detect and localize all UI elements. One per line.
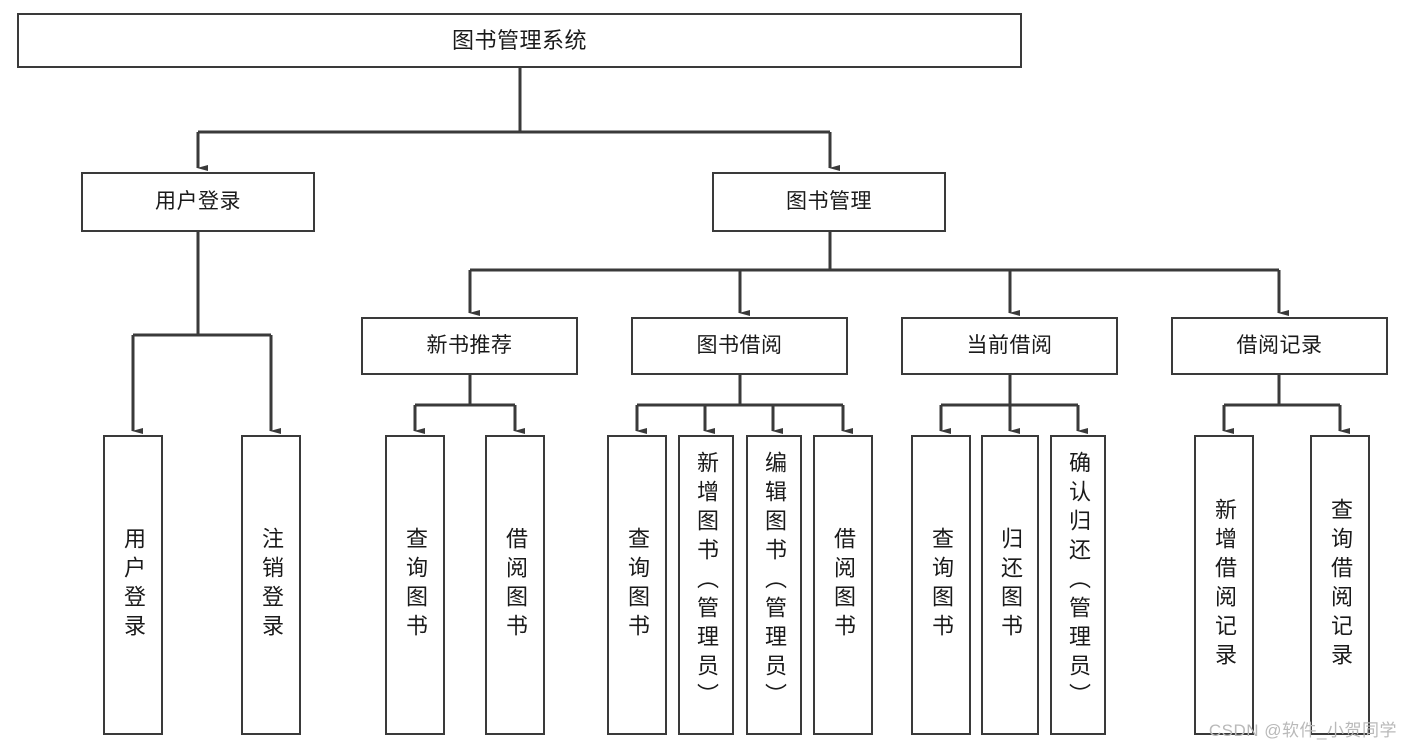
node-leaf-user-logout-label: 注销登录 (259, 527, 284, 643)
node-user-login-label: 用户登录 (155, 189, 241, 213)
node-leaf-user-logout[interactable]: 注销登录 (241, 435, 301, 735)
node-leaf-query-book-1-label: 查询图书 (403, 527, 428, 643)
node-leaf-return-book[interactable]: 归还图书 (981, 435, 1039, 735)
node-leaf-query-record-label: 查询借阅记录 (1328, 498, 1353, 672)
node-borrow-record[interactable]: 借阅记录 (1171, 317, 1388, 375)
node-leaf-user-login[interactable]: 用户登录 (103, 435, 163, 735)
node-leaf-add-record-label: 新增借阅记录 (1212, 498, 1237, 672)
node-root[interactable]: 图书管理系统 (17, 13, 1022, 68)
node-root-label: 图书管理系统 (451, 27, 587, 53)
node-leaf-query-book-3[interactable]: 查询图书 (911, 435, 971, 735)
node-leaf-edit-book[interactable]: 编辑图书（管理员） (746, 435, 802, 735)
node-leaf-query-record[interactable]: 查询借阅记录 (1310, 435, 1370, 735)
node-leaf-query-book-3-label: 查询图书 (929, 527, 954, 643)
node-user-login[interactable]: 用户登录 (81, 172, 315, 232)
node-leaf-confirm-return[interactable]: 确认归还（管理员） (1050, 435, 1106, 735)
node-leaf-confirm-return-label: 确认归还（管理员） (1066, 451, 1091, 712)
node-leaf-borrow-book-2-label: 借阅图书 (831, 527, 856, 643)
node-leaf-return-book-label: 归还图书 (998, 527, 1023, 643)
node-leaf-edit-book-label: 编辑图书（管理员） (762, 451, 787, 712)
node-current-borrow-label: 当前借阅 (966, 333, 1053, 357)
node-leaf-query-book-2[interactable]: 查询图书 (607, 435, 667, 735)
node-borrow-record-label: 借阅记录 (1236, 333, 1323, 357)
node-leaf-add-book[interactable]: 新增图书（管理员） (678, 435, 734, 735)
node-new-book-recommend[interactable]: 新书推荐 (361, 317, 578, 375)
node-book-manage[interactable]: 图书管理 (712, 172, 946, 232)
node-leaf-add-record[interactable]: 新增借阅记录 (1194, 435, 1254, 735)
node-new-book-recommend-label: 新书推荐 (426, 333, 513, 357)
node-leaf-add-book-label: 新增图书（管理员） (694, 451, 719, 712)
node-book-borrow[interactable]: 图书借阅 (631, 317, 848, 375)
node-leaf-borrow-book-1-label: 借阅图书 (503, 527, 528, 643)
node-book-manage-label: 图书管理 (786, 189, 872, 213)
node-leaf-borrow-book-1[interactable]: 借阅图书 (485, 435, 545, 735)
node-book-borrow-label: 图书借阅 (696, 333, 783, 357)
node-leaf-query-book-2-label: 查询图书 (625, 527, 650, 643)
node-leaf-borrow-book-2[interactable]: 借阅图书 (813, 435, 873, 735)
node-leaf-user-login-label: 用户登录 (121, 527, 146, 643)
node-current-borrow[interactable]: 当前借阅 (901, 317, 1118, 375)
node-leaf-query-book-1[interactable]: 查询图书 (385, 435, 445, 735)
watermark-text: CSDN @软件_小贺同学 (1208, 721, 1397, 740)
